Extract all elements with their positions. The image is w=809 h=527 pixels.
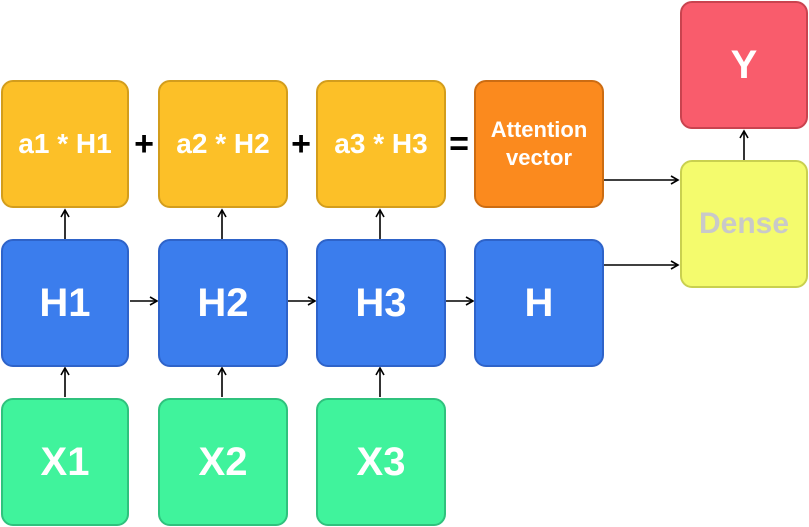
attention-label-line1: Attention bbox=[490, 117, 588, 142]
input-node-x2: X2 bbox=[158, 398, 288, 526]
output-node-y: Y bbox=[680, 1, 808, 129]
weighted-node-2: a2 * H2 bbox=[158, 80, 288, 208]
attention-label-line2: vector bbox=[505, 145, 573, 170]
plus-operator-2: + bbox=[291, 125, 311, 163]
attention-vector-node: Attention vector bbox=[474, 80, 604, 208]
hidden-node-h1: H1 bbox=[1, 239, 129, 367]
hidden-node-h3: H3 bbox=[316, 239, 446, 367]
hidden-node-h2: H2 bbox=[158, 239, 288, 367]
weighted-node-1: a1 * H1 bbox=[1, 80, 129, 208]
hidden-node-h: H bbox=[474, 239, 604, 367]
weighted-node-3: a3 * H3 bbox=[316, 80, 446, 208]
equals-operator: = bbox=[449, 125, 469, 163]
dense-node: Dense bbox=[680, 160, 808, 288]
input-node-x1: X1 bbox=[1, 398, 129, 526]
input-node-x3: X3 bbox=[316, 398, 446, 526]
plus-operator-1: + bbox=[134, 125, 154, 163]
